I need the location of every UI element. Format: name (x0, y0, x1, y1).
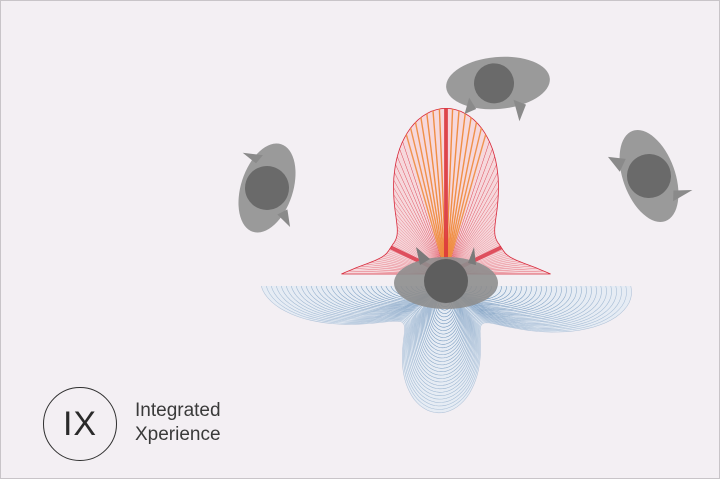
listener-head-icon (220, 134, 313, 243)
ix-logo-mark: IX (63, 405, 97, 444)
ix-logo-line2: Xperience (135, 423, 221, 447)
ix-logo-circle: IX (43, 387, 117, 461)
ix-logo: IX Integrated Xperience (43, 387, 263, 467)
red-sound-lobe (341, 108, 550, 274)
ix-logo-text: Integrated Xperience (135, 399, 221, 447)
ix-logo-line1: Integrated (135, 399, 221, 423)
listener-head-icon (603, 119, 700, 232)
